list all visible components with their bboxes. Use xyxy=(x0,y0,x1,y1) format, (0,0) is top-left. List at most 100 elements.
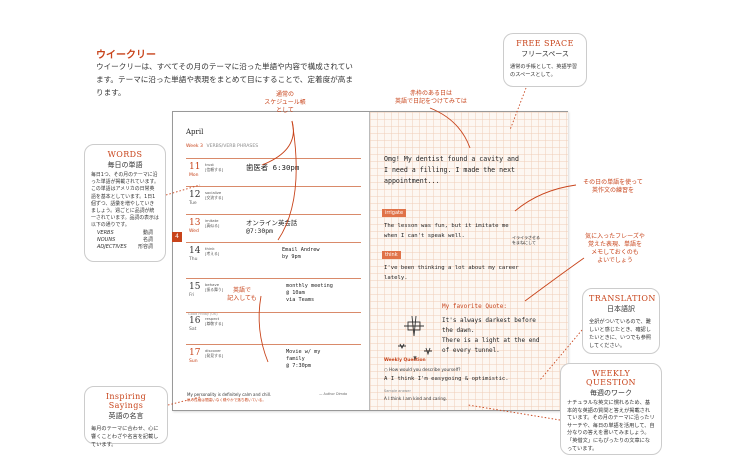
weekly-question-title: Weekly Question xyxy=(384,358,426,363)
day-vocab: imitate [真似る] xyxy=(205,218,220,228)
planner-spine xyxy=(369,112,370,410)
words-title: WORDS xyxy=(107,150,143,159)
journal-line: The lesson was fun, but it imitate me xyxy=(384,223,509,229)
day-number: 15 xyxy=(189,282,201,292)
free-space-box: FREE SPACE フリースペース 通常の手帳として、英語学習のスペースとして… xyxy=(503,33,587,87)
day-vocab: discover [発見する] xyxy=(205,348,224,358)
day-entry: 歯医者 6:30pm xyxy=(246,163,300,172)
weekly-answer: A I think I'm easygoing & optimistic. xyxy=(384,376,509,382)
week-label: Week 3 xyxy=(186,144,203,149)
weekly-question-box: WEEKLY QUESTION 毎週のワーク ナチュラルな英文に慣れるため、基本… xyxy=(560,363,662,455)
day-name: Wed xyxy=(189,229,199,234)
week-header: Week 3 VERBS/VERB PHRASES xyxy=(186,144,258,149)
pos-en: ADJECTIVES xyxy=(97,243,127,250)
weekly-answer-text: I think I'm easygoing & optimistic. xyxy=(390,376,509,382)
day-name: Sat xyxy=(189,327,197,332)
favorite-quote-text: It's always darkest before the dawn. The… xyxy=(442,317,540,354)
pos-row: VERBS 動詞 xyxy=(97,230,153,237)
section-title: ウイークリー xyxy=(96,50,156,61)
quote-translation: 私の性格は間違いなく穏やかで落ち着いている。 xyxy=(187,398,266,402)
week-phrases-label: VERBS/VERB PHRASES xyxy=(206,144,259,149)
day-number: 14 xyxy=(189,246,201,256)
inspiring-subtitle: 英語の名言 xyxy=(108,412,144,420)
day-entry: Email Andrew by 9pm xyxy=(282,247,320,261)
journal-line: Omg! My dentist found a cavity and xyxy=(384,155,519,163)
words-box: WORDS 毎日の単語 毎日1つ、その月のテーマに沿った単語が掲載されています。… xyxy=(84,144,166,262)
day-name: Thu xyxy=(189,257,198,262)
day-entry: Movie w/ my family @ 7:30pm xyxy=(286,349,321,370)
month-label: April xyxy=(186,128,204,136)
quote-text: My personality is definitely calm and ch… xyxy=(187,392,272,397)
translation-subtitle: 日本語訳 xyxy=(607,305,635,313)
free-space-body: 通常の手帳として、英語学習のスペースとして。 xyxy=(510,64,578,78)
translation-box: TRANSLATION 日本語訳 全訳がついているので、難しいと感じたとき、確認… xyxy=(582,288,660,354)
journal-note: イライラさせる をまねにして xyxy=(512,235,540,245)
journal-line: I've been thinking a lot about my career xyxy=(384,265,519,271)
pos-jp: 名詞 xyxy=(142,236,153,243)
weekly-question: ○ How would you describe yourself? xyxy=(384,367,461,372)
journal-line: lately. xyxy=(384,275,408,281)
pos-en: VERBS xyxy=(97,229,114,236)
sample-answer: A I think I am kind and caring. xyxy=(384,396,448,401)
free-space-subtitle: フリースペース xyxy=(521,50,569,58)
weekly-question-box-body: ナチュラルな英文に慣れるため、基本的な英語の質問と答えが掲載されています。その月… xyxy=(567,400,655,452)
planner-right-page: Omg! My dentist found a cavity and I nee… xyxy=(370,112,568,410)
vocab-tag: irrigate xyxy=(382,209,407,217)
weekly-question-box-subtitle: 毎週のワーク xyxy=(590,389,632,397)
day-number: 13 xyxy=(189,218,201,228)
inspiring-title: Inspiring Sayings xyxy=(105,392,147,410)
holiday-label: Good Friday (UK) xyxy=(188,312,218,316)
phrase-annotation: 気に入ったフレーズや 覚えた表現、単語を メモしておくのも よいでしょう xyxy=(585,233,645,264)
journal-entry-2: The lesson was fun, but it imitate me wh… xyxy=(384,221,509,241)
weekly-question-box-title: WEEKLY QUESTION xyxy=(586,369,636,387)
sparkle-doodle-icon xyxy=(398,315,432,361)
use-words-annotation: その日の単語を使って 英作文の練習を xyxy=(583,179,643,194)
red-words-annotation: 赤枠のある日は 英語で日記をつけてみては xyxy=(395,90,467,105)
day-name: Tue xyxy=(189,201,197,206)
journal-line: I need a filling. I made the next xyxy=(384,166,516,174)
translation-title: TRANSLATION xyxy=(589,294,656,303)
day-name: Mon xyxy=(189,173,199,178)
weekly-question-text: How would you describe yourself? xyxy=(389,367,461,372)
pos-jp: 動詞 xyxy=(142,229,153,236)
translation-body: 全訳がついているので、難しいと感じたとき、確認したいときに、いつでも参照してくだ… xyxy=(589,319,652,349)
day-number: 12 xyxy=(189,190,201,200)
words-subtitle: 毎日の単語 xyxy=(107,161,143,169)
journal-entry-3: I've been thinking a lot about my career… xyxy=(384,263,519,283)
day-number: 16 xyxy=(189,316,201,326)
quote-source: — Author Dimda xyxy=(319,392,348,396)
page-tab-marker: 4 xyxy=(172,232,182,242)
day-vocab: socialize [交流する] xyxy=(205,190,224,200)
day-number: 11 xyxy=(189,162,201,172)
day-name: Fri xyxy=(189,293,195,298)
pos-row: NOUNS 名詞 xyxy=(97,237,153,244)
journal-line: appointment... xyxy=(384,177,440,185)
english-note-annotation: 英語で 記入しても xyxy=(227,287,257,302)
section-intro: ウイークリーは、すべてその月のテーマに沿った単語や内容で構成されています。テーマ… xyxy=(96,62,353,97)
day-name: Sun xyxy=(189,359,198,364)
schedule-annotation: 通常の スケジュール帳 として xyxy=(264,91,306,114)
day-entry: monthly meeting @ 10am via Teams xyxy=(286,283,333,304)
vocab-tag: think xyxy=(382,251,401,259)
pos-en: NOUNS xyxy=(97,236,116,243)
inspiring-body: 毎月のテーマに合わせ、心に響くことわざや名言を記載しています。 xyxy=(91,426,159,448)
free-space-title: FREE SPACE xyxy=(516,39,574,48)
day-entry: オンライン英会話 @7:30pm xyxy=(246,219,298,236)
sample-answer-label: Sample answer xyxy=(384,389,411,393)
day-number: 17 xyxy=(189,348,201,358)
day-vocab: think [考える] xyxy=(205,246,220,256)
journal-line: when I can't speak well. xyxy=(384,233,465,239)
inspiring-box: Inspiring Sayings 英語の名言 毎月のテーマに合わせ、心に響くこ… xyxy=(84,386,168,448)
words-body: 毎日1つ、その月のテーマに沿った単語が掲載されています。この単語はアメリカの日常… xyxy=(91,172,159,229)
day-vocab: respect [尊敬する] xyxy=(205,316,224,326)
